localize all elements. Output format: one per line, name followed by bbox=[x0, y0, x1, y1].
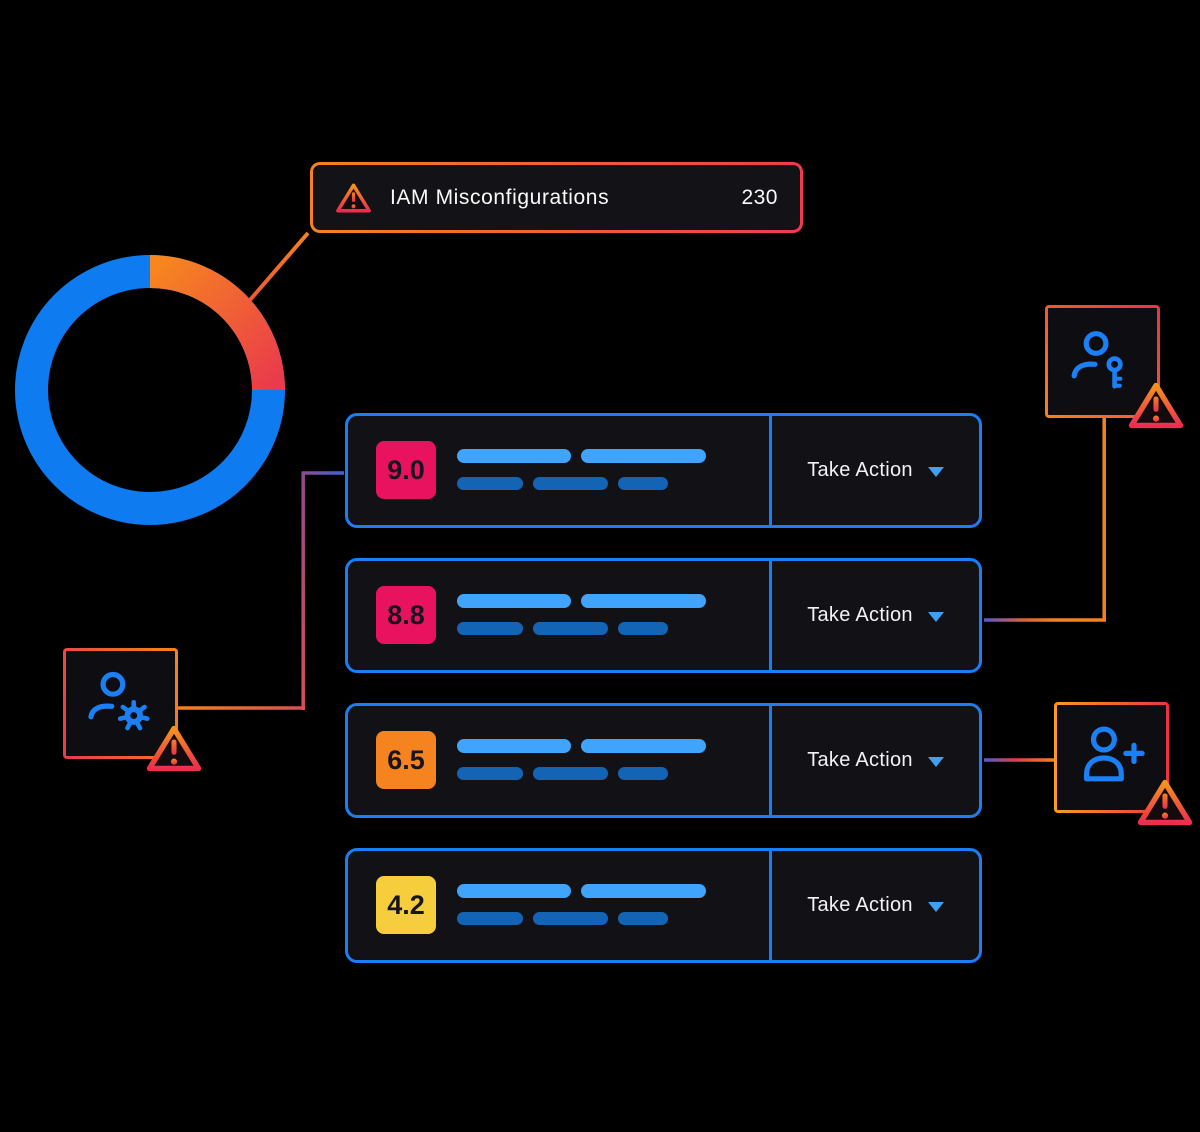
chevron-down-icon bbox=[927, 757, 944, 767]
skeleton-text-bar bbox=[533, 912, 608, 925]
alert-title: IAM Misconfigurations bbox=[390, 185, 610, 209]
skeleton-text-bar bbox=[618, 622, 668, 635]
warning-triangle-icon bbox=[336, 183, 371, 212]
user-gear-icon bbox=[87, 671, 150, 730]
user-plus-card[interactable] bbox=[1054, 702, 1193, 826]
chevron-down-icon bbox=[927, 467, 944, 477]
skeleton-text-bar bbox=[533, 477, 608, 490]
skeleton-text-bar bbox=[457, 767, 523, 780]
take-action-button[interactable]: Take Action bbox=[769, 706, 979, 815]
take-action-button[interactable]: Take Action bbox=[769, 561, 979, 670]
take-action-label: Take Action bbox=[807, 604, 913, 626]
warning-triangle-icon bbox=[1128, 382, 1184, 429]
skeleton-text-bar bbox=[581, 739, 706, 753]
skeleton-text-block bbox=[457, 739, 706, 780]
skeleton-text-bar bbox=[457, 912, 523, 925]
skeleton-text-bar bbox=[457, 739, 571, 753]
skeleton-text-bar bbox=[618, 477, 668, 490]
skeleton-text-bar bbox=[581, 594, 706, 608]
severity-score-badge: 4.2 bbox=[376, 876, 436, 934]
finding-row: 4.2 Take Action bbox=[345, 848, 982, 963]
skeleton-text-block bbox=[457, 449, 706, 490]
take-action-label: Take Action bbox=[807, 749, 913, 771]
chevron-down-icon bbox=[927, 902, 944, 912]
warning-triangle-icon bbox=[1137, 779, 1193, 826]
warning-triangle-icon bbox=[146, 725, 202, 772]
alert-count: 230 bbox=[741, 185, 778, 209]
donut-critical-segment bbox=[149, 255, 285, 391]
severity-score-badge: 6.5 bbox=[376, 731, 436, 789]
skeleton-text-bar bbox=[457, 449, 571, 463]
skeleton-text-bar bbox=[457, 622, 523, 635]
severity-donut-chart bbox=[15, 255, 285, 525]
finding-row-content: 9.0 bbox=[348, 416, 769, 525]
skeleton-text-block bbox=[457, 884, 706, 925]
finding-row-content: 6.5 bbox=[348, 706, 769, 815]
skeleton-text-bar bbox=[581, 884, 706, 898]
severity-score-badge: 9.0 bbox=[376, 441, 436, 499]
skeleton-text-bar bbox=[457, 477, 523, 490]
alert-card[interactable]: IAM Misconfigurations 230 bbox=[310, 162, 803, 233]
severity-score-badge: 8.8 bbox=[376, 586, 436, 644]
user-plus-icon bbox=[1083, 725, 1145, 781]
finding-row-content: 4.2 bbox=[348, 851, 769, 960]
take-action-label: Take Action bbox=[807, 894, 913, 916]
skeleton-text-bar bbox=[457, 884, 571, 898]
chevron-down-icon bbox=[927, 612, 944, 622]
skeleton-text-bar bbox=[581, 449, 706, 463]
finding-row: 8.8 Take Action bbox=[345, 558, 982, 673]
user-key-card[interactable] bbox=[1045, 305, 1184, 429]
take-action-button[interactable]: Take Action bbox=[769, 416, 979, 525]
skeleton-text-bar bbox=[457, 594, 571, 608]
user-key-icon bbox=[1070, 330, 1123, 389]
take-action-button[interactable]: Take Action bbox=[769, 851, 979, 960]
user-gear-card[interactable] bbox=[63, 648, 202, 772]
finding-row: 6.5 Take Action bbox=[345, 703, 982, 818]
finding-row-content: 8.8 bbox=[348, 561, 769, 670]
skeleton-text-bar bbox=[533, 767, 608, 780]
skeleton-text-block bbox=[457, 594, 706, 635]
skeleton-text-bar bbox=[618, 912, 668, 925]
finding-row: 9.0 Take Action bbox=[345, 413, 982, 528]
skeleton-text-bar bbox=[533, 622, 608, 635]
take-action-label: Take Action bbox=[807, 459, 913, 481]
skeleton-text-bar bbox=[618, 767, 668, 780]
